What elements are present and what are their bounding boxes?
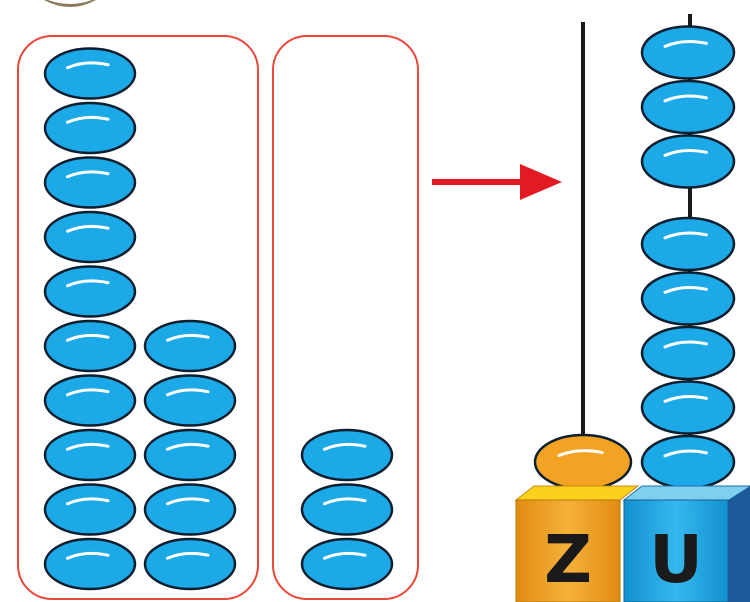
bead [640,134,736,189]
bead [640,25,736,80]
bead [640,216,736,272]
bead [43,47,137,100]
coin-icon [44,0,96,7]
bead [640,434,736,490]
bead [143,374,237,427]
tens-rod-beads [533,433,633,491]
bead [43,265,137,318]
middle-group-outline [272,35,419,600]
bead [300,537,394,591]
bead [640,271,736,326]
left-group-column-2 [143,319,237,591]
left-group-outline [17,35,259,600]
tens-label: Z [544,521,592,598]
bead [43,483,137,536]
middle-group-column [300,428,394,591]
right-arrow-icon [432,164,562,200]
bead [43,374,137,427]
bead [43,428,137,482]
left-group-column-1 [43,47,137,591]
tens-place-block: Z [514,485,640,602]
bead [143,537,237,591]
bead [640,79,736,135]
bead [143,428,237,482]
bead [43,210,137,264]
bead [300,428,394,482]
units-place-block: U [622,485,750,602]
bead [43,537,137,591]
units-label: U [649,521,703,598]
bead [640,380,736,435]
bead [43,101,137,155]
ten-bead [533,433,633,491]
bead [143,483,237,536]
units-rod-beads [640,25,736,490]
bead [43,156,137,209]
bead [300,483,394,536]
bead [143,319,237,373]
bead [640,325,736,381]
bead [43,319,137,373]
